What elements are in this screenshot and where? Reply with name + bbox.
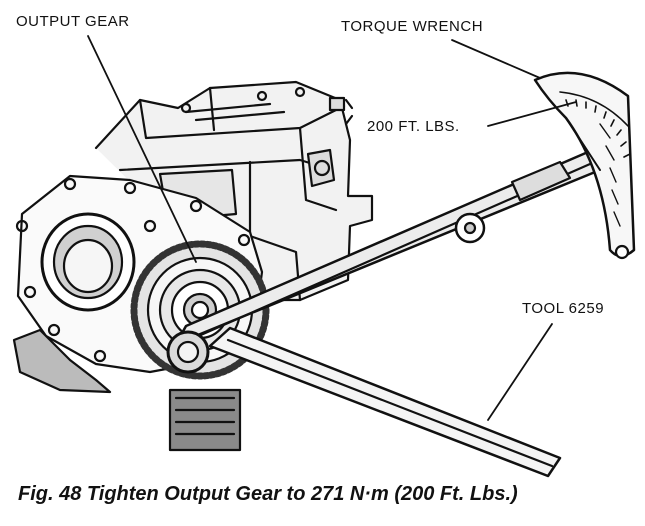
torque-wrench-label: TORQUE WRENCH [341,18,484,35]
torque-wrench [166,71,636,374]
leader-lines [87,35,577,421]
lower-housing [12,328,242,452]
output-gear [130,240,270,380]
input-bore [40,212,136,312]
output-gear-label: OUTPUT GEAR [16,13,130,30]
holding-tool-6259 [208,326,562,478]
figure-caption: Fig. 48 Tighten Output Gear to 271 N·m (… [18,483,518,505]
tool-label: TOOL 6259 [522,300,605,317]
torque-reading-label: 200 FT. LBS. [367,118,460,135]
